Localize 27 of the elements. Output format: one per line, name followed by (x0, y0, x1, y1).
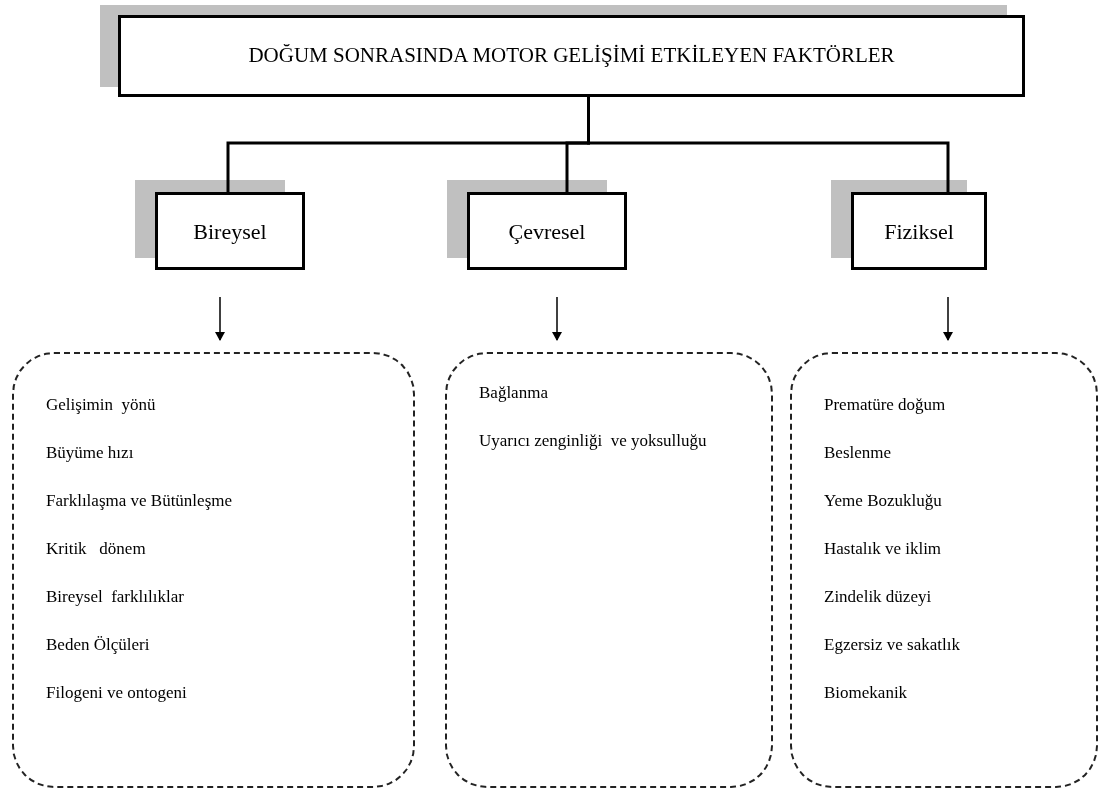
list-item: Filogeni ve ontogeni (46, 682, 187, 704)
list-item: Büyüme hızı (46, 442, 134, 464)
arrow (215, 296, 225, 341)
list-item: Hastalık ve iklim (824, 538, 942, 560)
list-item: Beden Ölçüleri (46, 634, 150, 656)
connector-line (587, 97, 950, 192)
arrow (552, 296, 562, 341)
list-item: Gelişimin yönü (46, 394, 156, 416)
list-item: Zindelik düzeyi (824, 586, 932, 608)
dashed-rounded-box (445, 352, 773, 788)
list-item: Yeme Bozukluğu (824, 490, 942, 512)
list-item: Beslenme (824, 442, 892, 464)
list-item: Egzersiz ve sakatlık (824, 634, 960, 656)
list-item: Uyarıcı zenginliği ve yoksulluğu (479, 430, 707, 452)
list-item: Kritik dönem (46, 538, 146, 560)
category-box: Fiziksel (851, 192, 987, 270)
dashed-rounded-box (12, 352, 415, 788)
arrow (943, 296, 953, 341)
list-item: Bağlanma (479, 382, 548, 404)
list-item: Biomekanik (824, 682, 908, 704)
list-item: Farklılaşma ve Bütünleşme (46, 490, 233, 512)
category-box: Çevresel (467, 192, 627, 270)
dashed-rounded-box (790, 352, 1098, 788)
title-box: DOĞUM SONRASINDA MOTOR GELİŞİMİ ETKİLEYEN FAKTÖRLER (118, 15, 1025, 97)
list-item: Bireysel farklılıklar (46, 586, 184, 608)
category-box: Bireysel (155, 192, 305, 270)
list-item: Prematüre doğum (824, 394, 946, 416)
